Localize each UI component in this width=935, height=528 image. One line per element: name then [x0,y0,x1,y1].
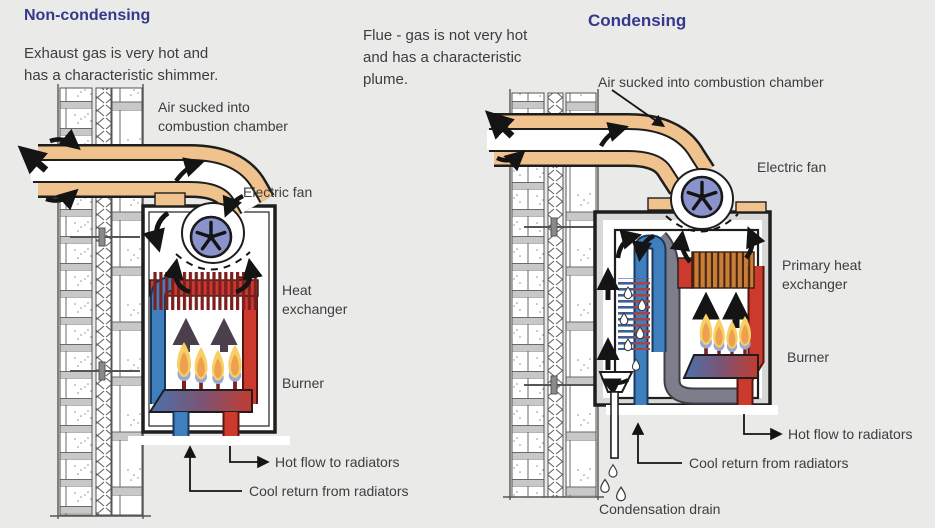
left-wall-tie [70,361,140,381]
middle-note: Flue - gas is not very hot and has a cha… [363,27,528,88]
right-electric-fan-label: Electric fan [757,159,826,175]
electric-fan-icon [680,175,724,219]
left-description-line2: has a characteristic shimmer. [24,67,218,84]
falling-drain-droplets [600,464,627,502]
left-flow-arrows [17,128,263,295]
non-condensing-diagram: Non-condensing Exhaust gas is very hot a… [17,7,409,519]
left-description-line1: Exhaust gas is very hot and [24,45,208,62]
left-heat-exchanger [149,272,259,404]
hot-flow-pointer [229,446,270,469]
left-air-label-line2: combustion chamber [158,118,288,134]
left-title: Non-condensing [24,7,150,24]
fan-suction-dashed-arc [665,213,739,233]
middle-description-line3: plume. [363,71,408,88]
right-hot-flow-label: Hot flow to radiators [788,426,913,442]
exhaust-out-arrow [17,145,49,175]
right-wall-tie [524,217,594,237]
left-heat-exchanger-label-line2: exchanger [282,301,348,317]
right-burner [682,354,759,379]
left-burner-label: Burner [282,375,324,391]
right-exhaust-duct [655,233,744,403]
left-heat-exchanger-label-line1: Heat [282,282,312,298]
right-burner-label: Burner [787,349,829,365]
left-burner [148,389,253,413]
left-electric-fan-label: Electric fan [243,184,312,200]
left-wall-tie [70,227,140,247]
exhaust-out-arrow [484,110,515,140]
left-baseboard [128,436,290,445]
hot-flow-pointer [743,414,783,441]
right-primary-hx-label-line1: Primary heat [782,257,861,273]
condensation-drain-label: Condensation drain [599,501,720,517]
cool-return-pointer [631,422,682,464]
fan-suction-dashed-arc [175,251,251,271]
right-air-label: Air sucked into combustion chamber [598,74,824,90]
right-primary-hx-fins [691,251,755,289]
air-label-pointer [611,89,666,128]
right-title: Condensing [588,11,686,30]
right-baseboard [606,405,778,415]
left-hot-flow-label: Hot flow to radiators [275,454,400,470]
electric-fan-icon [189,215,233,259]
right-secondary-hx-fins-blue [618,278,634,350]
right-primary-hx-label-line2: exchanger [782,276,848,292]
right-secondary-hx-fins-red [634,278,650,350]
middle-description-line2: and has a characteristic [363,49,522,66]
middle-description-line1: Flue - gas is not very hot [363,27,528,44]
right-cool-return-label: Cool return from radiators [689,455,849,471]
left-air-label-line1: Air sucked into [158,99,250,115]
left-cool-return-label: Cool return from radiators [249,483,409,499]
right-wall-tie [524,375,594,395]
condensing-diagram: Condensing Air sucked into combustion ch… [484,11,913,517]
right-flow-arrows [484,110,766,370]
cool-return-pointer [183,445,242,492]
